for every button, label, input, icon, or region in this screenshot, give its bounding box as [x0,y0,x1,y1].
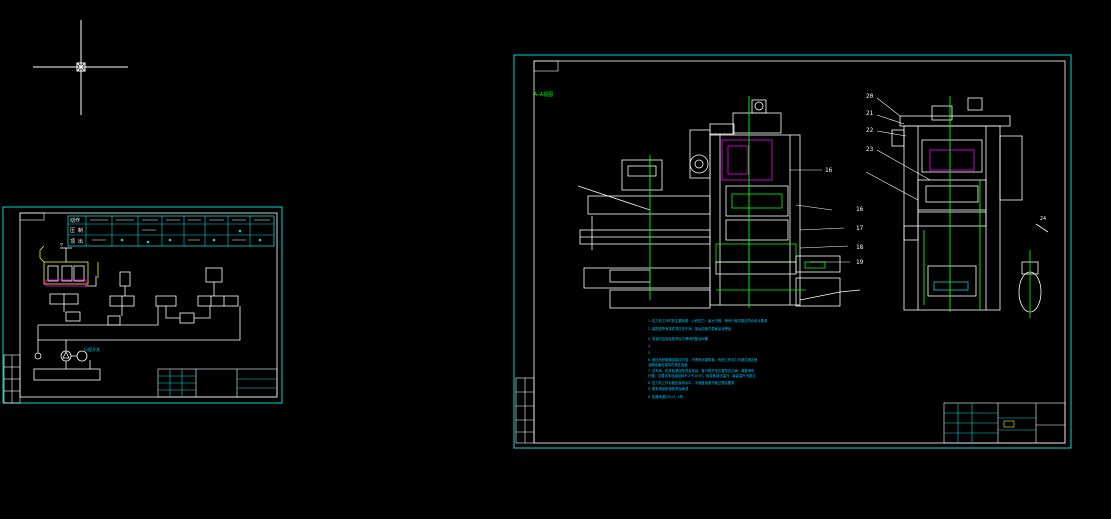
part-label-18: 18 [856,244,864,251]
left-sheet-title-block [157,368,278,398]
left-sheet-border [2,206,283,404]
detail-view-24 [1018,223,1049,318]
right-sheet-revision-strip [515,377,535,444]
part-label-17: 17 [856,225,864,232]
part-label-16a: 16 [825,167,833,174]
part-label-19: 19 [856,259,864,266]
right-press-assembly-sheet[interactable]: A—A视图 [513,54,1072,449]
part-label-16b: 16 [856,206,864,213]
press-front-elevation-view [577,96,861,309]
part-label-22: 22 [866,127,874,134]
note-line-2: 2.装配前所有零件须清洗干净，各运动部件表面涂润滑油 [648,326,732,331]
note-line-6: 6.液压系统管路连接应可靠，不得有渗漏现象，系统工作压力不超过规定值 [648,357,758,362]
right-sheet-title-block [943,402,1066,444]
table-header-action: 动作 [70,217,80,224]
note-line-5: 5. [648,351,652,355]
note-line-9: 行程，空载试车连续运转不少于2小时，检查各部分温升，最高温升不超过 [648,373,756,378]
left-sheet-inner-frame [19,212,278,398]
right-sheet-border [513,54,1072,449]
table-row-label-eject: 顶 出 [70,238,83,245]
note-line-3: 3.安装时应保证各导柱与滑块的配合间隙 [648,336,709,341]
table-row-label-press: 压 制 [70,227,83,234]
note-line-1: 1.压力机工作时的主要参数：公称压力、最大行程、滑块行程次数应符合设计要求 [648,318,768,323]
part-label-21: 21 [866,110,874,117]
note-footer: 8.机器净重约为21.5吨 [648,394,684,399]
hydraulic-circuit: ▽ [33,242,241,381]
left-sheet-revision-strip [3,354,21,404]
part-label-23: 23 [866,146,874,153]
left-hydraulic-schematic-sheet[interactable]: 动作 压 制 顶 出 [2,206,283,404]
part-label-20: 20 [866,93,874,100]
note-line-10: 8.压力机工作台面应保持水平，平面度误差不超过规定要求 [648,380,735,385]
svg-text:▽: ▽ [60,242,63,248]
right-sheet-inner-frame [533,60,1066,444]
part-label-24: 24 [1040,216,1046,222]
action-sequence-table: 动作 压 制 顶 出 [67,215,275,247]
technical-requirements-notes: 1.压力机工作时的主要参数：公称压力、最大行程、滑块行程次数应符合设计要求 2.… [648,318,768,399]
press-side-elevation-view [865,96,1023,312]
section-view-label: A—A视图 [534,91,553,98]
note-line-4: 4. [648,344,652,348]
pressure-switch-callout: 行程开关 [84,346,100,352]
cad-crosshair-cursor-icon [33,20,128,115]
note-line-7: 油箱油面应保持在规定高度 [648,362,688,367]
note-line-11: 9.整机喷涂防锈底漆及面漆 [648,386,689,391]
note-line-8: 7.试车前，检查各紧固件是否松动，各行程开关位置是否正确，调整滑块 [648,368,755,373]
